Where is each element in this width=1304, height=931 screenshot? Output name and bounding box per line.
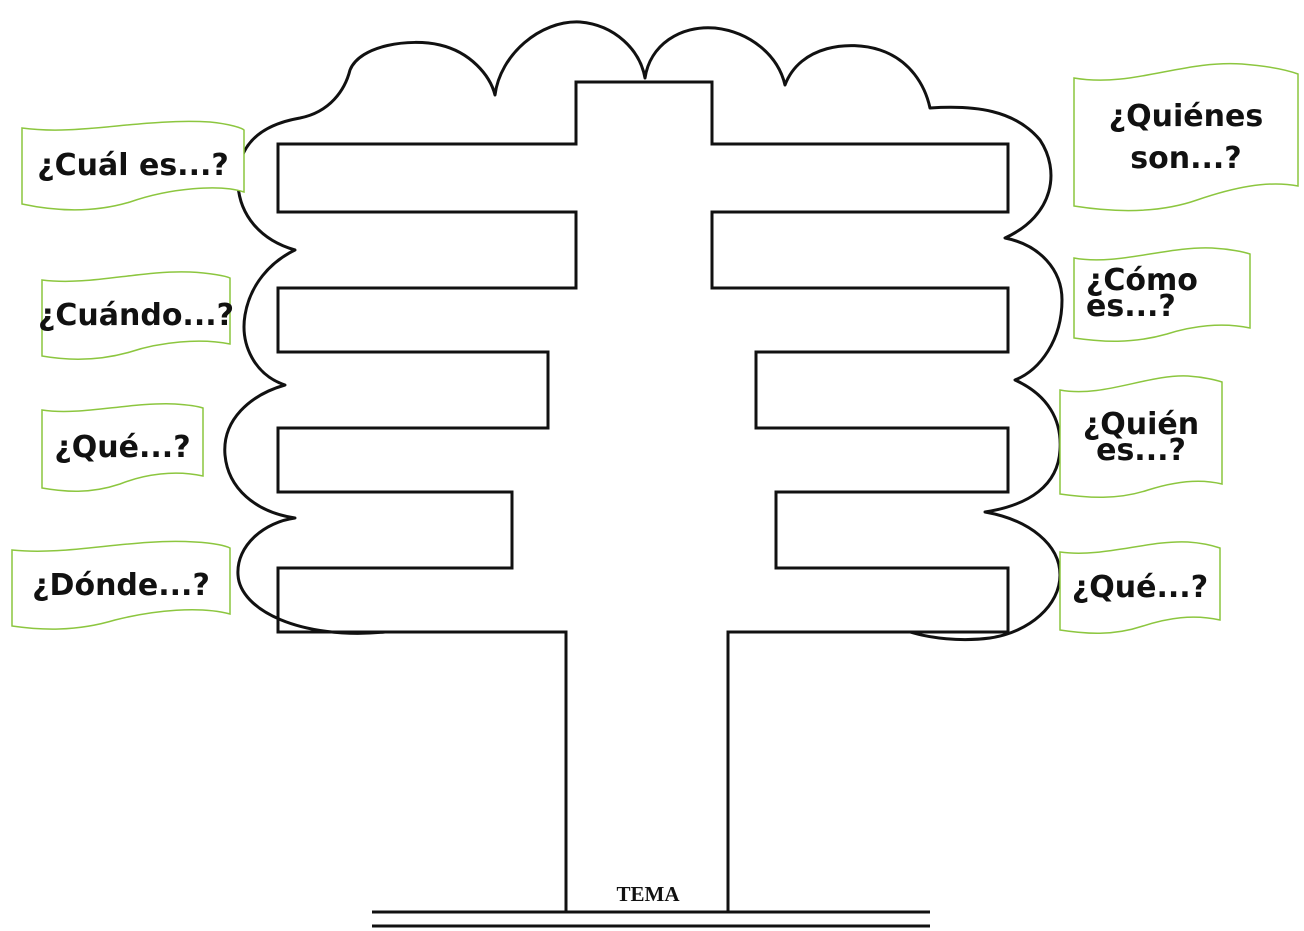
flag-label: ¿Qué...?	[54, 430, 191, 465]
flag-que: ¿Qué...?	[40, 400, 205, 496]
flag-label: ¿Qué...?	[1071, 570, 1209, 605]
flag-quien-es: ¿Quién es...?	[1058, 372, 1224, 504]
flag-que-right: ¿Qué...?	[1058, 538, 1222, 638]
flag-shape	[1059, 375, 1223, 498]
flag-cuando: ¿Cuándo...?	[37, 268, 235, 364]
trunk-outline	[276, 80, 1010, 912]
flag-label: ¿Quién es...?	[1082, 407, 1200, 468]
flag-shape	[41, 403, 204, 493]
trunk-label: TEMA	[616, 882, 680, 906]
flag-label: ¿Quiénes son...?	[1108, 99, 1264, 176]
flag-shape	[1073, 247, 1251, 342]
flag-como-es: ¿Cómo es...?	[1072, 244, 1252, 344]
flag-shape	[41, 271, 231, 360]
flag-label: ¿Cuándo...?	[37, 298, 235, 333]
flag-label: ¿Cómo es...?	[1086, 263, 1198, 324]
flag-label: ¿Cuál es...?	[37, 148, 229, 183]
flag-shape	[1059, 541, 1221, 634]
flag-label: ¿Dónde...?	[32, 568, 210, 603]
flag-shape	[1073, 62, 1299, 212]
canopy-outline	[223, 20, 1064, 642]
flag-shape	[21, 120, 245, 211]
flag-donde: ¿Dónde...?	[10, 538, 232, 634]
flag-quienes-son: ¿Quiénes son...?	[1072, 60, 1300, 216]
flag-cual-es: ¿Cuál es...?	[20, 118, 246, 214]
flag-shape	[11, 540, 231, 630]
